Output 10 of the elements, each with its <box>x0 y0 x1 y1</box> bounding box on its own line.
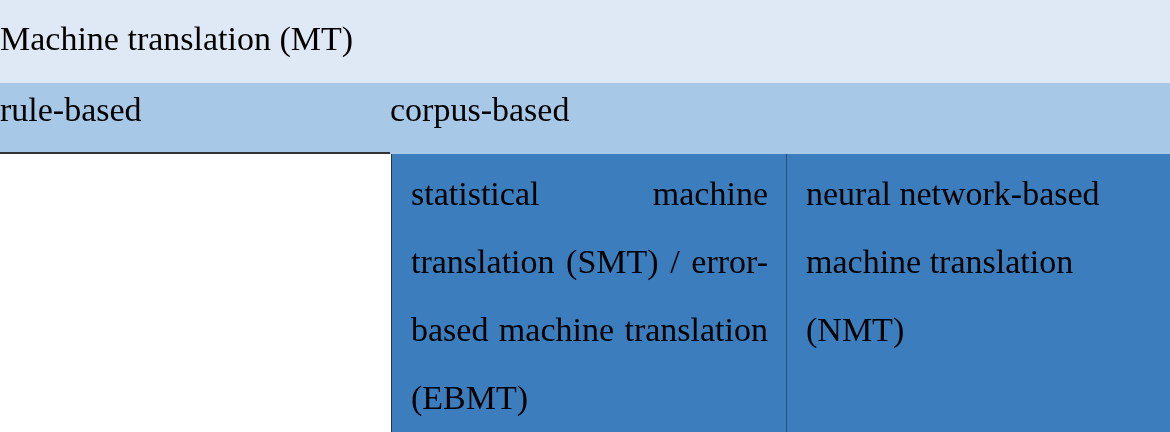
title-band <box>0 0 1170 83</box>
category-band <box>0 83 390 154</box>
cell-text: statistical machine translation (SMT) / error-based machine translation (EBMT) <box>411 174 768 418</box>
method-cell <box>787 154 1170 432</box>
cell-text: rule-based <box>0 91 143 129</box>
category-band <box>390 83 1170 154</box>
cell-text: neural network-based machine translation (NMT) <box>806 174 1101 350</box>
cell-text: Machine translation (MT) <box>0 20 355 58</box>
cell-text: corpus-based <box>390 91 571 129</box>
method-cell <box>391 154 787 432</box>
